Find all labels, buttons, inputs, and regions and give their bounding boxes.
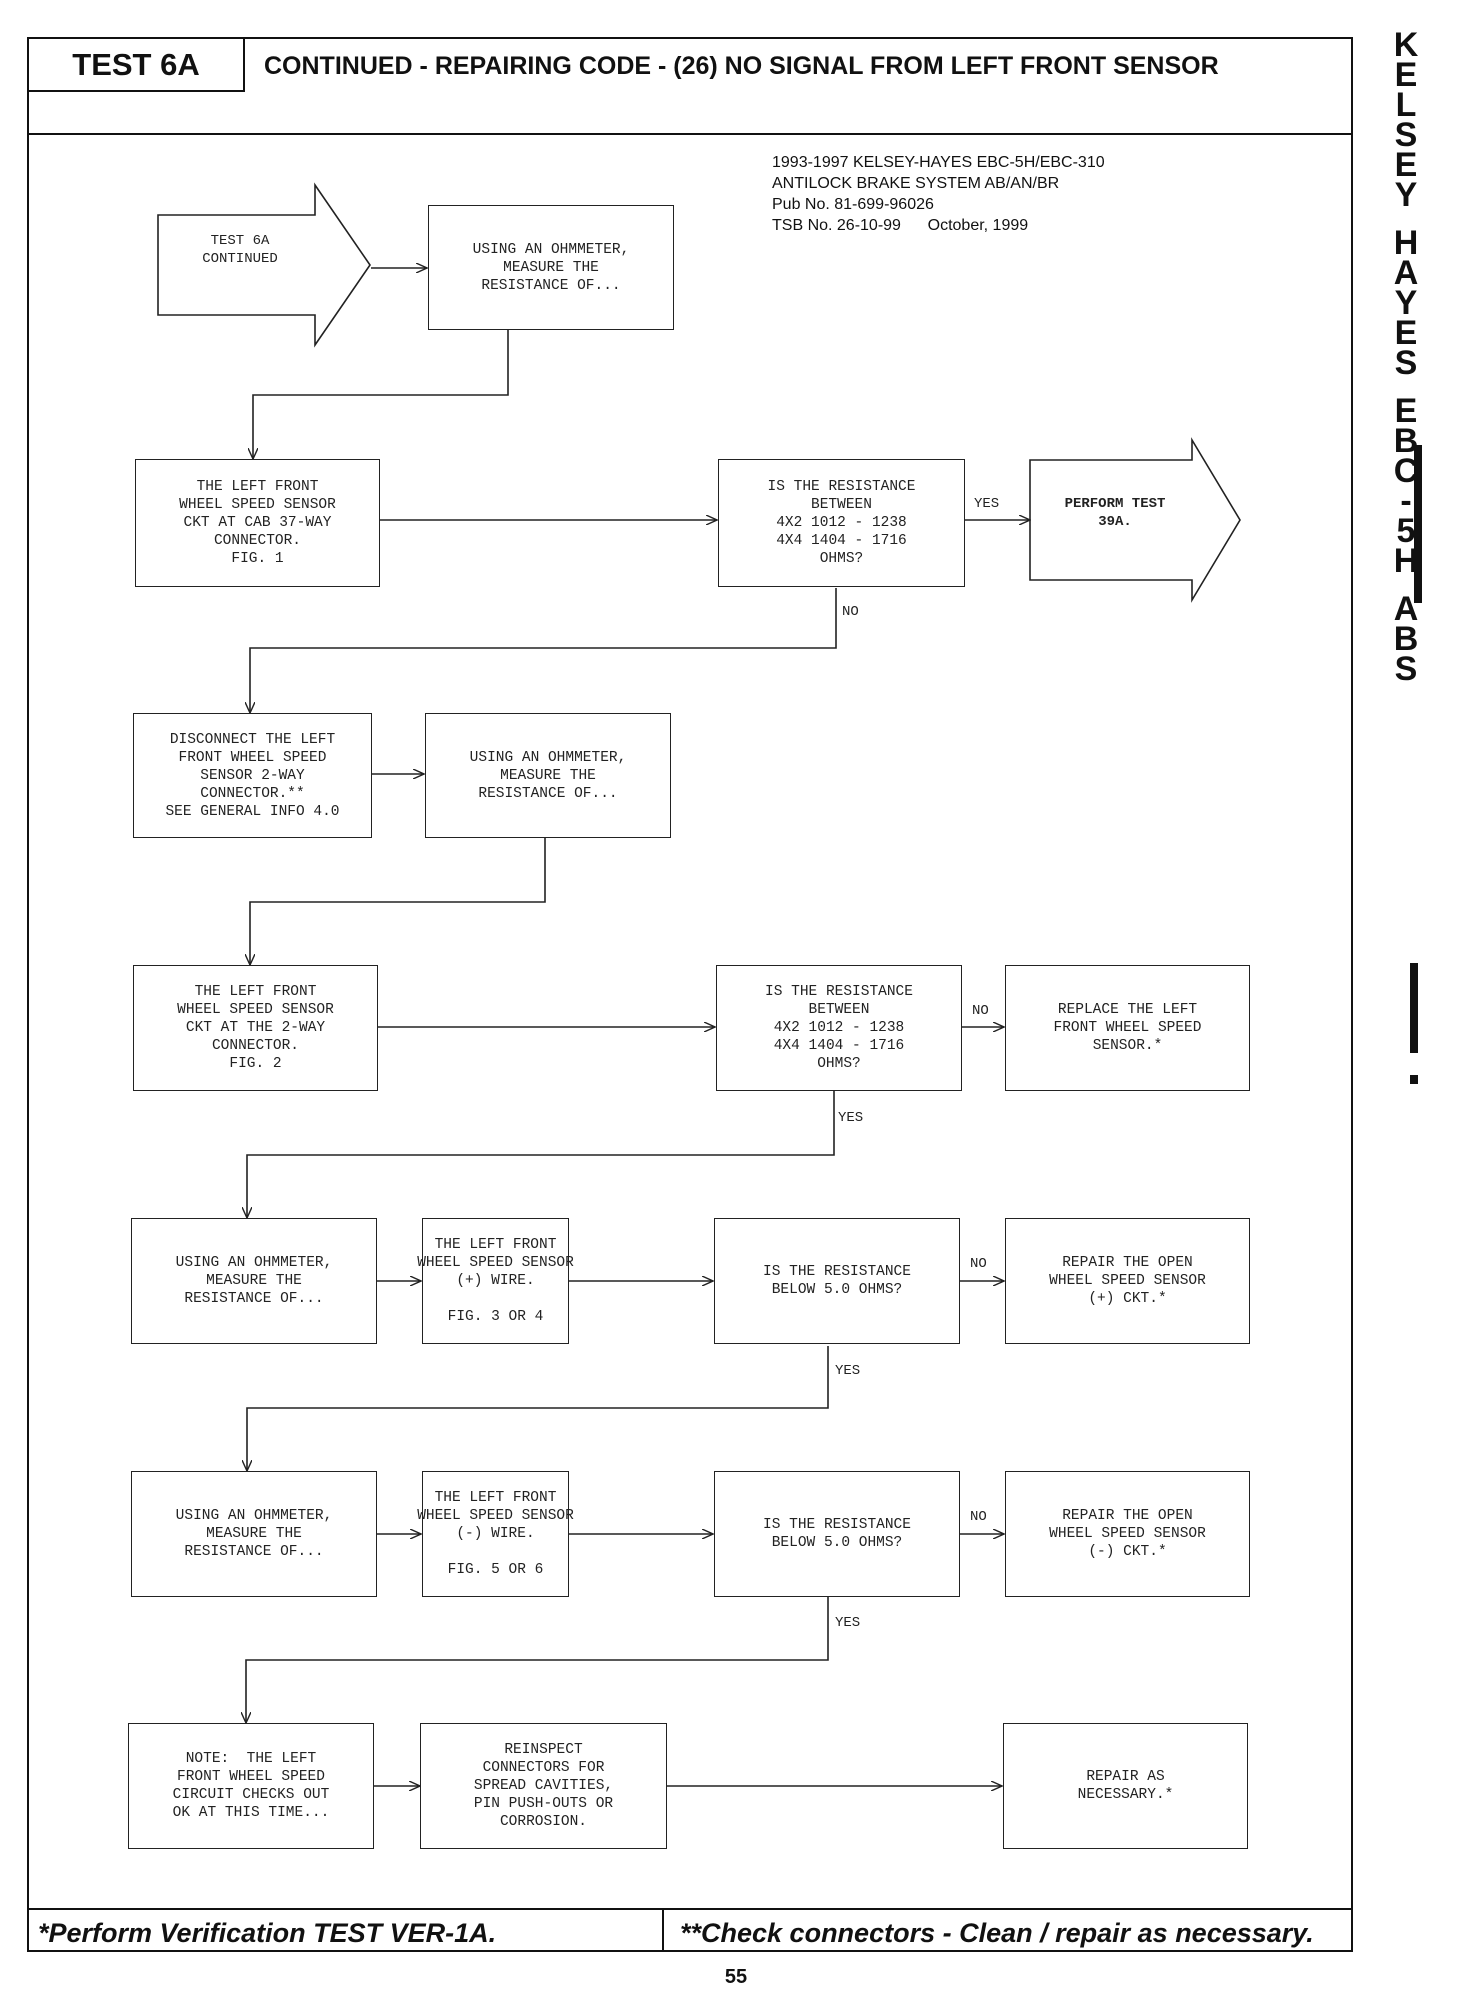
perform-test-39a: PERFORM TEST 39A. xyxy=(1064,496,1166,530)
no-label: NO xyxy=(970,1509,987,1525)
resistance-question-4: IS THE RESISTANCE BELOW 5.0 OHMS? xyxy=(714,1471,960,1597)
yes-label: YES xyxy=(835,1615,861,1631)
repair-as-necessary-box: REPAIR AS NECESSARY.* xyxy=(1003,1723,1248,1849)
test-label: TEST 6A xyxy=(27,37,245,92)
page-frame xyxy=(27,37,1353,1952)
positive-wire-box xyxy=(422,1218,569,1344)
pub-line-2: ANTILOCK BRAKE SYSTEM AB/AN/BR xyxy=(772,175,1060,192)
two-way-connector-ckt-box: THE LEFT FRONT WHEEL SPEED SENSOR CKT AT… xyxy=(133,965,378,1091)
edge-mark xyxy=(1410,1075,1418,1084)
yes-label: YES xyxy=(838,1110,864,1126)
footer-note-right: **Check connectors - Clean / repair as n… xyxy=(680,1918,1314,1948)
side-banner-letter: E xyxy=(1394,146,1418,184)
side-banner-letter: S xyxy=(1394,344,1418,382)
measure-resistance-box: USING AN OHMMETER, MEASURE THE RESISTANC… xyxy=(428,205,674,330)
start-node: TEST 6A CONTINUED xyxy=(202,233,278,267)
header-divider xyxy=(27,133,1353,135)
side-banner-letter: S xyxy=(1394,116,1418,154)
side-banner-letter: - xyxy=(1400,482,1412,520)
publication-info: 1993-1997 KELSEY-HAYES EBC-5H/EBC-310 AN… xyxy=(772,152,1105,236)
replace-sensor-box: REPLACE THE LEFT FRONT WHEEL SPEED SENSO… xyxy=(1005,965,1250,1091)
side-banner-letter: H xyxy=(1393,224,1419,262)
side-banner-letter: E xyxy=(1394,314,1418,352)
resistance-question-1: IS THE RESISTANCE BETWEEN 4X2 1012 - 123… xyxy=(718,459,965,587)
side-banner-letter: K xyxy=(1393,26,1419,64)
disconnect-sensor-box: DISCONNECT THE LEFT FRONT WHEEL SPEED SE… xyxy=(133,713,372,838)
note-circuit-ok-box: NOTE: THE LEFT FRONT WHEEL SPEED CIRCUIT… xyxy=(128,1723,374,1849)
cab-connector-ckt-box: THE LEFT FRONT WHEEL SPEED SENSOR CKT AT… xyxy=(135,459,380,587)
footer-divider xyxy=(27,1908,1353,1910)
footer-note-left: *Perform Verification TEST VER-1A. xyxy=(38,1918,497,1948)
no-label: NO xyxy=(970,1256,987,1272)
resistance-question-2: IS THE RESISTANCE BETWEEN 4X2 1012 - 123… xyxy=(716,965,962,1091)
measure-resistance-box: USING AN OHMMETER, MEASURE THE RESISTANC… xyxy=(131,1218,377,1344)
edge-mark xyxy=(1410,963,1418,1053)
page-title: CONTINUED - REPAIRING CODE - (26) NO SIG… xyxy=(264,52,1219,80)
yes-label: YES xyxy=(974,496,1000,512)
side-banner-letter: Y xyxy=(1394,176,1418,214)
side-banner-letter: 5 xyxy=(1396,512,1416,550)
page-number: 55 xyxy=(724,1966,748,1988)
side-banner-letter: Y xyxy=(1394,284,1418,322)
side-banner-letter: S xyxy=(1394,650,1418,688)
negative-wire-box: THE LEFT FRONT WHEEL SPEED SENSOR (-) WI… xyxy=(417,1471,574,1597)
pub-line-3: Pub No. 81-699-96026 xyxy=(772,196,934,213)
pub-line-4: TSB No. 26-10-99 October, 1999 xyxy=(772,217,1029,234)
edge-mark xyxy=(1414,445,1422,603)
resistance-question-3: IS THE RESISTANCE BELOW 5.0 OHMS? xyxy=(714,1218,960,1344)
repair-negative-ckt-box: REPAIR THE OPEN WHEEL SPEED SENSOR (-) C… xyxy=(1005,1471,1250,1597)
repair-positive-ckt-box: REPAIR THE OPEN WHEEL SPEED SENSOR (+) C… xyxy=(1005,1218,1250,1344)
start-arrow-shape xyxy=(157,182,371,348)
pub-line-1: 1993-1997 KELSEY-HAYES EBC-5H/EBC-310 xyxy=(772,154,1105,171)
yes-label: YES xyxy=(835,1363,861,1379)
perform-arrow-shape xyxy=(1029,437,1241,603)
footer-separator xyxy=(662,1908,664,1952)
positive-wire-text: THE LEFT FRONT WHEEL SPEED SENSOR (+) WI… xyxy=(417,1237,574,1325)
no-label: NO xyxy=(842,604,859,620)
no-label: NO xyxy=(972,1003,989,1019)
reinspect-connectors-box: REINSPECT CONNECTORS FOR SPREAD CAVITIES… xyxy=(420,1723,667,1849)
measure-resistance-box: USING AN OHMMETER, MEASURE THE RESISTANC… xyxy=(425,713,671,838)
measure-resistance-box: USING AN OHMMETER, MEASURE THE RESISTANC… xyxy=(131,1471,377,1597)
side-banner-letter: E xyxy=(1394,56,1418,94)
side-banner-letter: L xyxy=(1395,86,1417,124)
side-banner-letter: A xyxy=(1393,254,1419,292)
side-banner-letter: E xyxy=(1394,392,1418,430)
side-banner-letter: B xyxy=(1393,620,1419,658)
